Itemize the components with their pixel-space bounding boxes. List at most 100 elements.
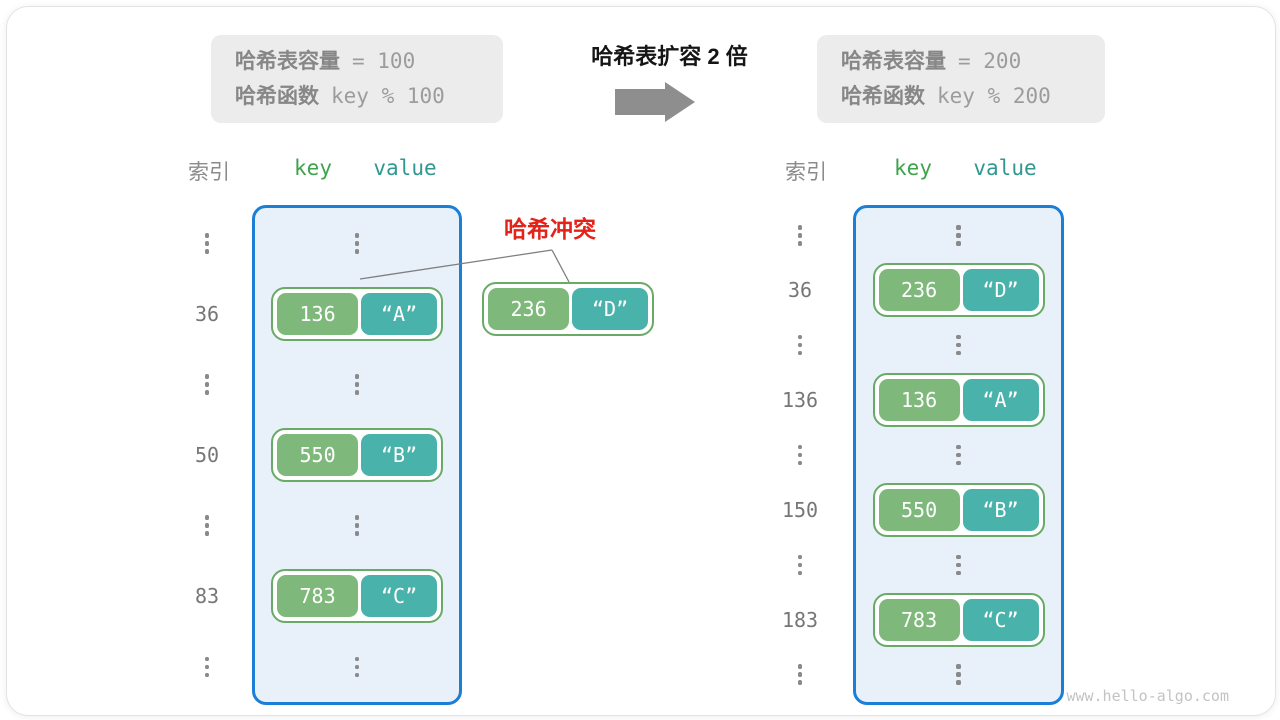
capacity-line: 哈希表容量 = 200	[841, 44, 1105, 79]
key-value-pair: 550“B”	[872, 482, 1045, 537]
key-value-pair: 783“C”	[271, 569, 443, 624]
key-box: 136	[878, 379, 960, 422]
hash-function-label: 哈希函数	[841, 84, 925, 108]
capacity-value: = 200	[958, 49, 1022, 73]
index-cell	[175, 490, 239, 561]
value-box: “B”	[361, 434, 437, 477]
ellipsis-icon	[797, 444, 803, 466]
key-value-pair: 136“A”	[271, 286, 443, 341]
ellipsis-icon	[204, 515, 210, 536]
index-cell	[768, 208, 832, 263]
hash-function-value: key % 200	[937, 84, 1051, 108]
value-box: “B”	[962, 488, 1039, 531]
hash-function-line: 哈希函数 key % 200	[841, 79, 1105, 114]
key-box: 136	[277, 292, 359, 335]
bucket-cell	[255, 208, 459, 279]
bucket-cell	[856, 537, 1061, 592]
key-box: 236	[878, 269, 960, 312]
bucket-cell: 236“D”	[856, 263, 1061, 318]
right-value-header: value	[973, 156, 1037, 180]
bucket-cell	[255, 631, 459, 702]
bucket-cell: 136“A”	[856, 373, 1061, 428]
index-number: 36	[787, 278, 813, 303]
ellipsis-icon	[956, 664, 961, 685]
right-hash-table: 236“D” 136“A” 550“B” 783“C”	[853, 205, 1064, 705]
index-cell	[175, 208, 239, 279]
key-value-pair: 783“C”	[872, 592, 1045, 647]
ellipsis-icon	[797, 334, 803, 356]
capacity-label: 哈希表容量	[235, 49, 340, 73]
index-cell	[768, 537, 832, 592]
key-box: 236	[488, 288, 570, 330]
right-index-header: 索引	[785, 161, 827, 184]
bucket-cell	[856, 318, 1061, 373]
ellipsis-icon	[956, 334, 961, 356]
index-cell: 36	[768, 263, 832, 318]
ellipsis-icon	[956, 225, 961, 246]
hash-function-value: key % 100	[331, 84, 445, 108]
right-index-column: 36 136 150 183	[768, 208, 832, 702]
capacity-box-before: 哈希表容量 = 100 哈希函数 key % 100	[211, 35, 503, 123]
index-number: 83	[194, 584, 220, 609]
ellipsis-icon	[204, 374, 210, 395]
bucket-cell: 783“C”	[255, 561, 459, 632]
capacity-value: = 100	[352, 49, 416, 73]
index-cell: 150	[768, 482, 832, 537]
index-cell	[175, 349, 239, 420]
hash-function-line: 哈希函数 key % 100	[235, 79, 503, 114]
key-value-pair: 136“A”	[872, 373, 1045, 428]
bucket-cell	[856, 208, 1061, 263]
left-key-header: key	[294, 156, 332, 180]
left-hash-table: 136“A” 550“B” 783“C”	[252, 205, 462, 705]
index-cell	[768, 428, 832, 483]
bucket-cell: 783“C”	[856, 592, 1061, 647]
index-cell: 50	[175, 420, 239, 491]
ellipsis-icon	[354, 656, 360, 677]
index-cell	[768, 647, 832, 702]
bucket-cell	[255, 349, 459, 420]
expansion-title: 哈希表扩容 2 倍	[591, 44, 748, 69]
ellipsis-icon	[797, 664, 803, 685]
capacity-label: 哈希表容量	[841, 49, 946, 73]
key-value-pair: 236“D”	[482, 282, 654, 336]
right-arrow-icon	[615, 82, 695, 122]
key-box: 783	[878, 598, 960, 641]
key-box: 550	[878, 488, 960, 531]
bucket-cell: 550“B”	[856, 482, 1061, 537]
index-cell	[175, 631, 239, 702]
value-box: “C”	[361, 575, 437, 618]
index-cell: 183	[768, 592, 832, 647]
value-box: “A”	[962, 379, 1039, 422]
index-number: 136	[781, 388, 819, 413]
ellipsis-icon	[354, 374, 360, 395]
ellipsis-icon	[204, 233, 210, 254]
index-cell: 36	[175, 279, 239, 350]
bucket-cell: 550“B”	[255, 420, 459, 491]
value-box: “D”	[572, 288, 648, 330]
ellipsis-icon	[956, 444, 961, 466]
key-value-pair: 236“D”	[872, 263, 1045, 318]
bucket-cell	[255, 490, 459, 561]
index-cell: 83	[175, 561, 239, 632]
ellipsis-icon	[354, 233, 360, 254]
value-box: “D”	[962, 269, 1039, 312]
bucket-cell	[856, 647, 1061, 702]
ellipsis-icon	[354, 515, 360, 536]
ellipsis-icon	[797, 225, 803, 246]
right-key-header: key	[894, 156, 932, 180]
capacity-box-after: 哈希表容量 = 200 哈希函数 key % 200	[817, 35, 1105, 123]
index-number: 50	[194, 443, 220, 468]
ellipsis-icon	[204, 656, 210, 677]
index-number: 183	[781, 607, 819, 632]
hash-function-label: 哈希函数	[235, 84, 319, 108]
hash-collision-label: 哈希冲突	[504, 216, 596, 242]
ellipsis-icon	[797, 554, 803, 576]
key-value-pair: 550“B”	[271, 428, 443, 483]
bucket-cell: 136“A”	[255, 279, 459, 350]
value-box: “C”	[962, 598, 1039, 641]
left-index-column: 36 50 83	[175, 208, 239, 702]
colliding-pair-slot: 236“D”	[482, 282, 654, 336]
diagram-card: 哈希表容量 = 100 哈希函数 key % 100 哈希表扩容 2 倍 哈希表容量…	[6, 6, 1276, 716]
index-cell	[768, 318, 832, 373]
index-number: 36	[194, 301, 220, 326]
